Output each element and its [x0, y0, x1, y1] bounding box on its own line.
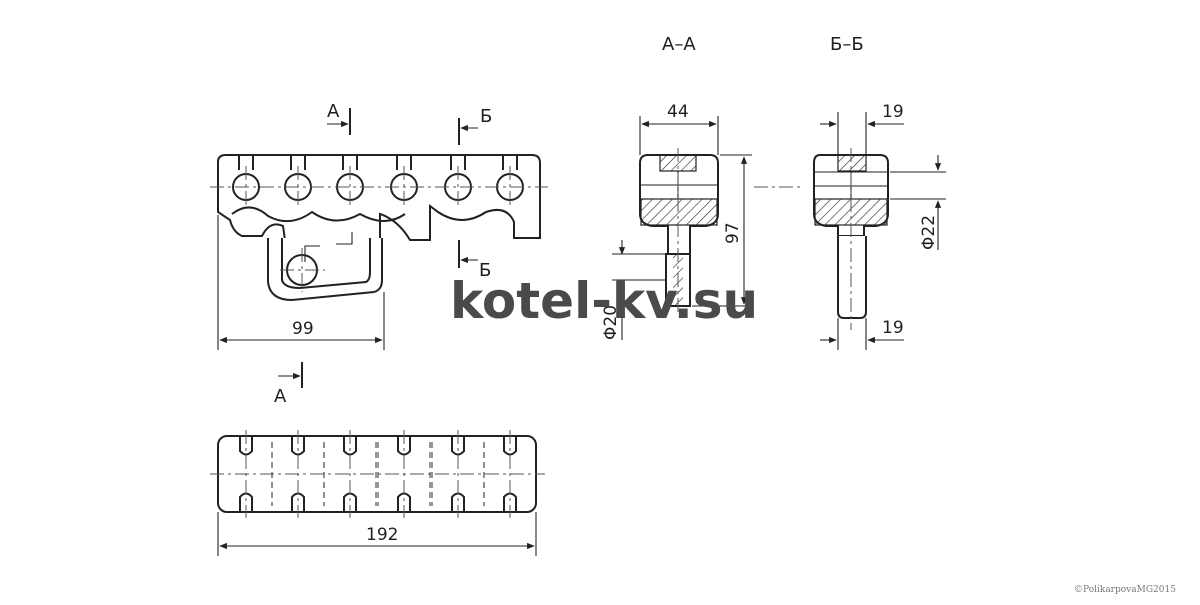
- bb-stem: [837, 236, 867, 319]
- dim-44-label: 44: [667, 102, 689, 122]
- dim-99-label: 99: [292, 319, 314, 339]
- section-aa: А–А 44 97 Φ20: [601, 34, 800, 340]
- copyright-text: ©PolikarpovaMG2015: [1074, 585, 1176, 595]
- plan-slot: [451, 437, 465, 456]
- front-view: [210, 154, 548, 302]
- bb-hatch-top: [837, 154, 867, 172]
- front-slot: [342, 156, 358, 170]
- plan-slot: [397, 437, 411, 456]
- plan-slots: [239, 430, 517, 518]
- section-aa-title: А–А: [662, 34, 696, 55]
- section-cut-b: Б Б: [458, 106, 492, 281]
- front-hidden-corner-2: [336, 232, 353, 245]
- dim-phi22-label: Φ22: [919, 215, 939, 250]
- aa-hatch-mid: [640, 198, 718, 226]
- watermark-text: kotel-kv.su: [450, 272, 758, 330]
- front-hidden-corner-1: [304, 245, 320, 262]
- front-slot: [290, 156, 306, 170]
- label-a-top: А: [327, 101, 340, 122]
- dim-front-width: 99: [217, 215, 385, 350]
- label-a-bottom: А: [274, 386, 287, 407]
- section-bb: Б–Б 19 Φ22 19: [813, 34, 946, 350]
- dim-19-top-label: 19: [882, 102, 904, 122]
- plan-slot: [343, 437, 357, 456]
- dim-19-bottom-label: 19: [882, 318, 904, 338]
- front-slot: [502, 156, 518, 170]
- dim-97-label: 97: [723, 222, 743, 244]
- front-body-outline: [217, 154, 541, 241]
- plan-view: [210, 430, 545, 518]
- front-slot: [450, 156, 466, 170]
- section-bb-title: Б–Б: [830, 34, 864, 55]
- front-slot: [238, 156, 254, 170]
- plan-slot: [291, 437, 305, 456]
- plan-slot: [239, 437, 253, 456]
- front-hanger-inner: [281, 238, 371, 290]
- section-cut-a: А А: [274, 101, 351, 407]
- front-hanger: [267, 238, 383, 302]
- dim-192-label: 192: [366, 525, 398, 545]
- dim-plan-length: 192: [217, 512, 537, 556]
- label-b-top: Б: [480, 106, 492, 127]
- front-slot: [396, 156, 412, 170]
- dim-phi20-label: Φ20: [601, 305, 621, 340]
- label-b-bottom: Б: [479, 260, 491, 281]
- front-scallops: [231, 206, 406, 223]
- plan-slot: [503, 437, 517, 456]
